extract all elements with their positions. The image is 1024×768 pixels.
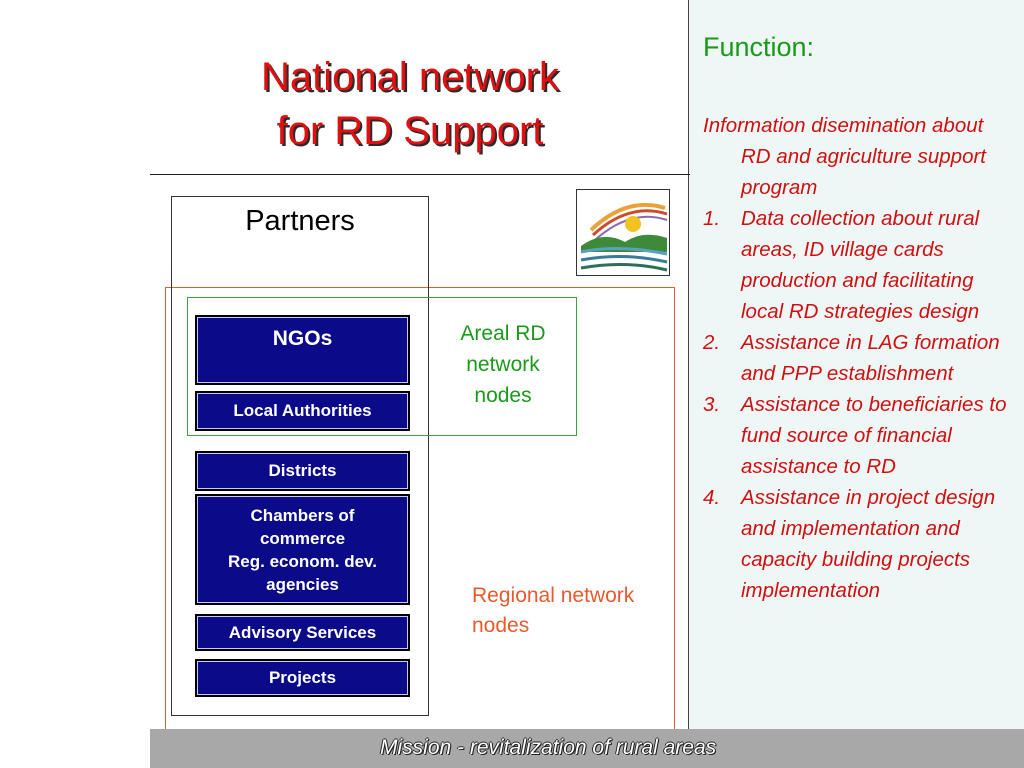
partners-label: Partners <box>245 205 355 237</box>
function-panel <box>688 0 1024 768</box>
mission-statement: Mission - revitalization of rural areas <box>380 736 717 759</box>
rural-landscape-logo-icon <box>576 189 670 276</box>
node-advisory-services: Advisory Services <box>195 614 410 651</box>
function-list: 1. Data collection about rural areas, ID… <box>703 203 1013 606</box>
function-item-1: 1. Data collection about rural areas, ID… <box>703 203 1013 327</box>
function-item-number: 1. <box>703 207 721 230</box>
function-item-number: 4. <box>703 486 721 509</box>
title-divider <box>150 174 690 175</box>
node-chambers-of-commerce: Chambers of commerce Reg. econom. dev. a… <box>195 494 410 605</box>
function-item-text: Assistance to beneficiaries to fund sour… <box>741 393 1007 478</box>
chambers-line-4: agencies <box>266 575 339 594</box>
chambers-line-3: Reg. econom. dev. <box>228 552 377 571</box>
areal-network-frame <box>187 297 577 436</box>
function-heading: Function: <box>703 32 815 62</box>
regional-label-line-2: nodes <box>472 614 530 637</box>
function-item-text: Assistance in project design and impleme… <box>741 486 996 602</box>
chambers-line-1: Chambers of <box>250 506 355 525</box>
footer-bar <box>150 729 1024 768</box>
areal-network-label: Areal RD network nodes <box>440 318 566 411</box>
function-item-2: 2. Assistance in LAG formation and PPP e… <box>703 327 1013 389</box>
regional-network-label: Regional network nodes <box>472 581 682 641</box>
areal-label-line-1: Areal RD <box>460 322 546 345</box>
regional-label-line-1: Regional network <box>472 584 635 607</box>
function-item-4: 4. Assistance in project design and impl… <box>703 482 1013 606</box>
node-ngos: NGOs <box>195 315 410 385</box>
node-projects: Projects <box>195 659 410 697</box>
node-districts: Districts <box>195 451 410 491</box>
title-line-2: for RD Support <box>276 109 544 153</box>
page-title: National network for RD Support <box>150 50 670 158</box>
partners-frame <box>171 196 429 716</box>
function-intro: Information disemination about RD and ag… <box>703 114 986 199</box>
chambers-line-2: commerce <box>259 529 346 548</box>
function-item-text: Data collection about rural areas, ID vi… <box>741 207 980 323</box>
areal-label-line-3: nodes <box>474 384 532 407</box>
title-line-1: National network <box>261 55 559 99</box>
function-item-3: 3. Assistance to beneficiaries to fund s… <box>703 389 1013 482</box>
logo-graphic <box>580 202 668 272</box>
node-local-authorities: Local Authorities <box>195 391 410 431</box>
function-item-text: Assistance in LAG formation and PPP esta… <box>741 331 1000 385</box>
function-item-number: 2. <box>703 331 721 354</box>
function-item-number: 3. <box>703 393 721 416</box>
function-description: Information disemination about RD and ag… <box>703 110 1013 606</box>
areal-label-line-2: network <box>466 353 540 376</box>
